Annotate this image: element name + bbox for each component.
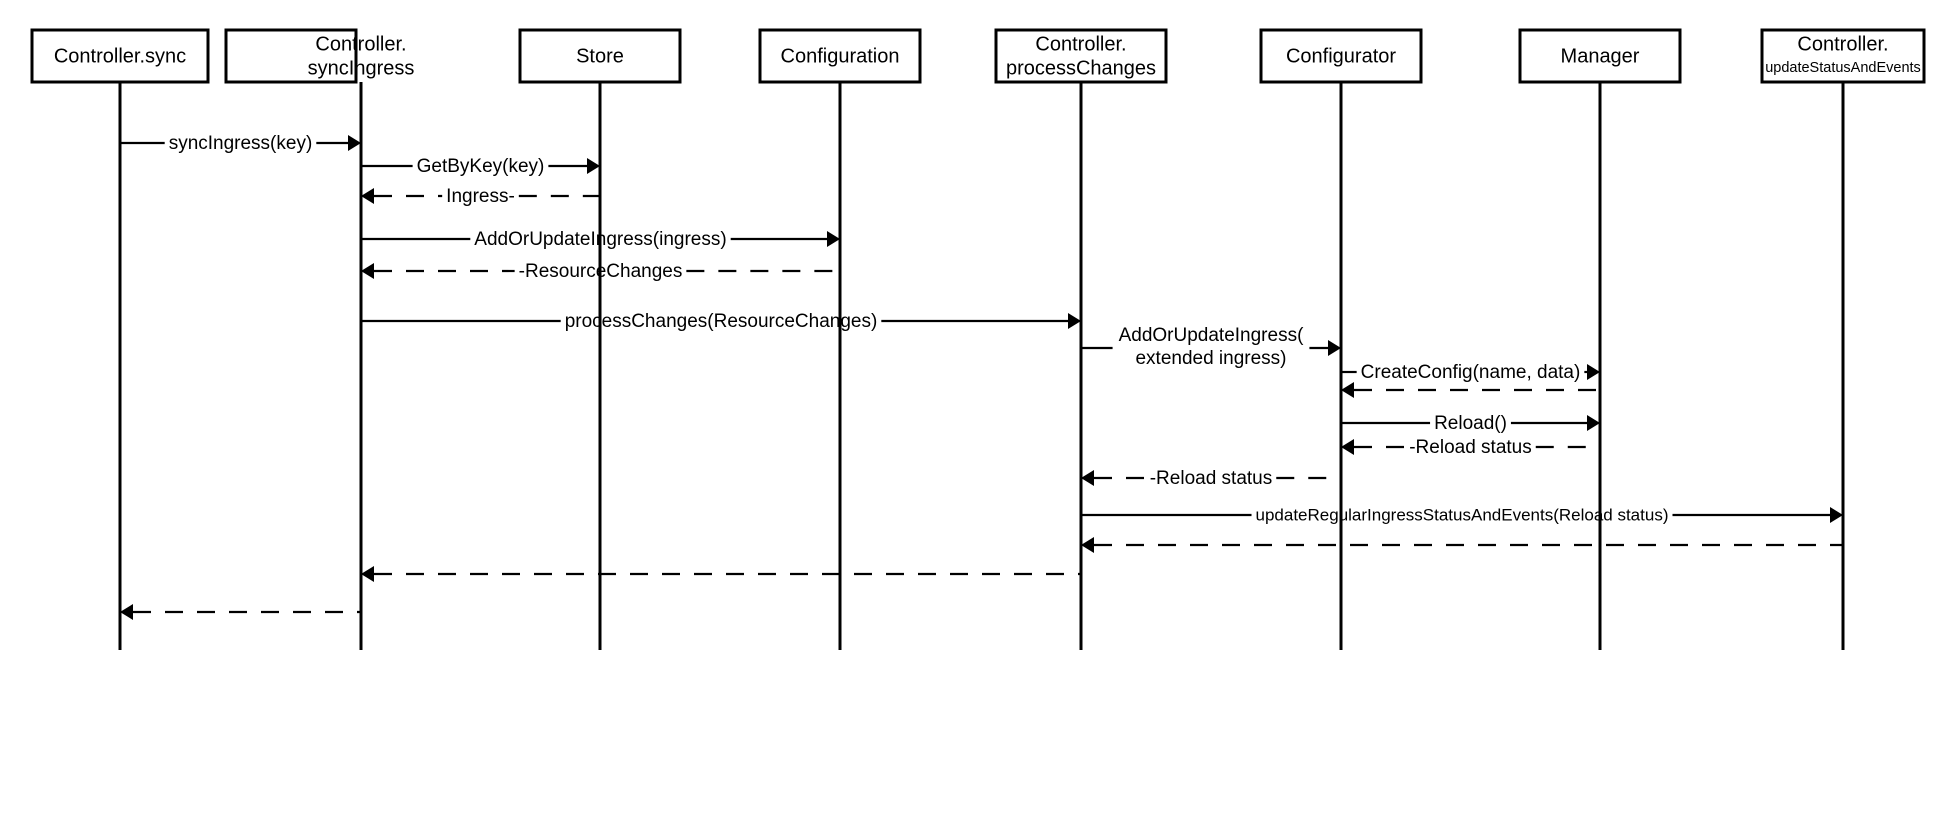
- arrow-head-icon: [1068, 313, 1081, 329]
- participant-label: Configuration: [781, 45, 900, 67]
- arrow-head-icon: [1587, 364, 1600, 380]
- message-label: syncIngress(key): [169, 133, 313, 154]
- message-m1[interactable]: syncIngress(key): [120, 133, 361, 154]
- arrow-head-icon: [587, 158, 600, 174]
- message-label: -Reload status: [1409, 437, 1532, 458]
- participant-box-controller-processchanges[interactable]: Controller.processChanges: [994, 28, 1168, 84]
- lifelines-layer: [118, 82, 1845, 650]
- message-label: CreateConfig(name, data): [1361, 362, 1581, 383]
- participant-box-controller-syncingress[interactable]: Controller.syncIngress: [224, 28, 415, 84]
- message-m2[interactable]: GetByKey(key): [361, 156, 600, 177]
- participant-label-line1: Controller.: [1797, 33, 1888, 55]
- participant-box-configuration[interactable]: Configuration: [758, 28, 922, 84]
- participant-box-rect: [994, 28, 1168, 84]
- participant-label: Configurator: [1286, 45, 1396, 67]
- message-m14[interactable]: [1081, 537, 1843, 553]
- arrow-head-icon: [361, 188, 374, 204]
- participant-label-line2: processChanges: [1006, 57, 1156, 79]
- message-label: AddOrUpdateIngress(ingress): [474, 229, 726, 250]
- participant-label-line1: Controller.: [315, 33, 406, 55]
- participant-box-manager[interactable]: Manager: [1518, 28, 1682, 84]
- arrow-head-icon: [361, 566, 374, 582]
- arrow-head-icon: [1830, 507, 1843, 523]
- message-m15[interactable]: [361, 566, 1081, 582]
- participant-label-line1: Controller.: [1035, 33, 1126, 55]
- participant-box-rect: [1760, 28, 1926, 84]
- arrow-head-icon: [1328, 340, 1341, 356]
- arrow-head-icon: [120, 604, 133, 620]
- message-m11[interactable]: -Reload status: [1341, 437, 1600, 458]
- arrow-head-icon: [1341, 439, 1354, 455]
- participant-box-controller-sync[interactable]: Controller.sync: [30, 28, 210, 84]
- message-m8[interactable]: CreateConfig(name, data): [1341, 362, 1600, 383]
- participant-box-rect: [1518, 28, 1682, 84]
- message-label: -Reload status: [1150, 468, 1273, 489]
- participant-label-line2: syncIngress: [308, 57, 415, 79]
- participant-box-configurator[interactable]: Configurator: [1259, 28, 1423, 84]
- message-m10[interactable]: Reload(): [1341, 413, 1600, 434]
- message-m3[interactable]: Ingress-: [361, 186, 600, 207]
- participant-box-store[interactable]: Store: [518, 28, 682, 84]
- message-label: GetByKey(key): [417, 156, 545, 177]
- participant-box-rect: [1259, 28, 1423, 84]
- arrow-head-icon: [1587, 415, 1600, 431]
- message-m9[interactable]: [1341, 382, 1600, 398]
- message-label-line1: AddOrUpdateIngress(: [1119, 325, 1304, 346]
- arrow-head-icon: [1341, 382, 1354, 398]
- participant-boxes-layer: Controller.syncController.syncIngressSto…: [30, 28, 1926, 84]
- participant-box-rect: [30, 28, 210, 84]
- participant-label: Controller.sync: [54, 45, 186, 67]
- arrow-head-icon: [348, 135, 361, 151]
- arrow-head-icon: [1081, 470, 1094, 486]
- arrow-head-icon: [827, 231, 840, 247]
- participant-box-rect: [518, 28, 682, 84]
- message-m7[interactable]: AddOrUpdateIngress(extended ingress): [1081, 325, 1341, 369]
- message-m12[interactable]: -Reload status: [1081, 468, 1341, 489]
- message-label: Reload(): [1434, 413, 1507, 434]
- message-label: Ingress-: [446, 186, 515, 207]
- message-m5[interactable]: -ResourceChanges: [361, 261, 840, 282]
- message-label: -ResourceChanges: [519, 261, 683, 282]
- message-label: updateRegularIngressStatusAndEvents(Relo…: [1256, 505, 1669, 524]
- message-m16[interactable]: [120, 604, 361, 620]
- participant-box-controller-updatestatusandevents[interactable]: Controller. updateStatusAndEvents: [1760, 28, 1926, 84]
- participant-box-rect: [758, 28, 922, 84]
- message-m6[interactable]: processChanges(ResourceChanges): [361, 311, 1081, 332]
- arrow-head-icon: [1081, 537, 1094, 553]
- participant-label-line2: updateStatusAndEvents: [1765, 60, 1921, 76]
- message-label-line2: extended ingress): [1135, 348, 1286, 369]
- arrow-head-icon: [361, 263, 374, 279]
- message-label: processChanges(ResourceChanges): [565, 311, 878, 332]
- participant-label: Manager: [1561, 45, 1640, 67]
- message-m13[interactable]: updateRegularIngressStatusAndEvents(Relo…: [1081, 505, 1843, 524]
- participant-box-rect: [224, 28, 358, 84]
- participant-label: Store: [576, 45, 624, 67]
- message-m4[interactable]: AddOrUpdateIngress(ingress): [361, 229, 840, 250]
- messages-layer: syncIngress(key) GetByKey(key) Ingress- Add…: [120, 133, 1843, 620]
